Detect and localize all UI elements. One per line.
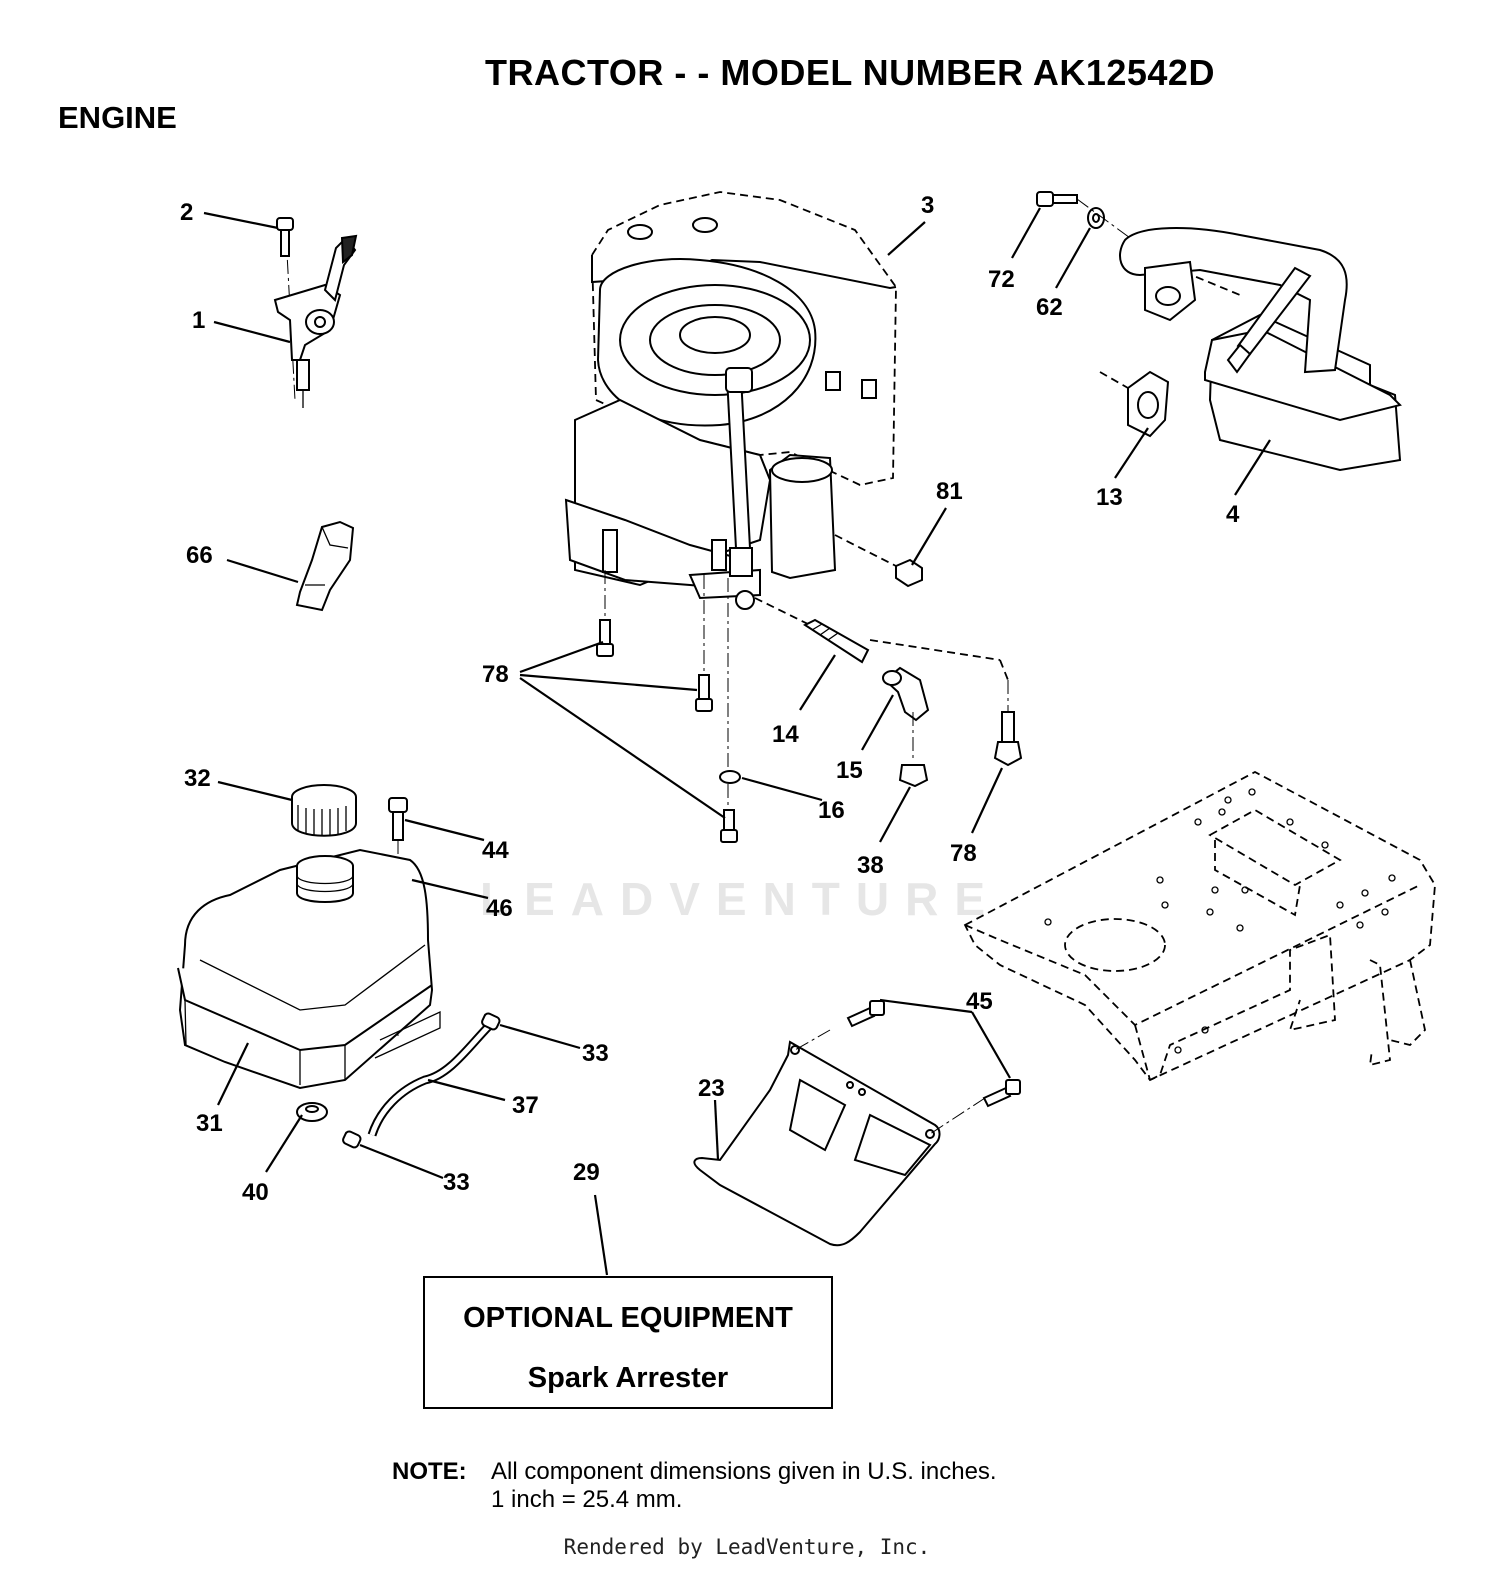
callout-44: 44 bbox=[482, 837, 509, 864]
frame-part bbox=[963, 770, 1436, 1082]
callout-38: 38 bbox=[857, 852, 884, 879]
callout-46: 46 bbox=[486, 895, 513, 922]
section-heading: ENGINE bbox=[58, 100, 177, 135]
fuel-cap-part[interactable] bbox=[291, 784, 357, 837]
hose-clamp-part[interactable] bbox=[342, 1012, 501, 1149]
elbow-part[interactable] bbox=[882, 666, 930, 722]
pipe-nipple-part[interactable] bbox=[754, 597, 870, 664]
muffler-part[interactable] bbox=[1119, 227, 1402, 472]
callout-78-a: 78 bbox=[482, 661, 509, 688]
callout-1: 1 bbox=[192, 307, 205, 334]
callout-labels: 2 1 66 3 72 62 13 4 81 78 14 15 16 38 78… bbox=[180, 192, 1240, 1206]
callout-45: 45 bbox=[966, 988, 993, 1015]
callout-81: 81 bbox=[936, 478, 963, 505]
bolt-78-part[interactable] bbox=[596, 570, 1023, 843]
throttle-control-part[interactable] bbox=[273, 217, 358, 408]
callout-33-a: 33 bbox=[582, 1040, 609, 1067]
callout-66: 66 bbox=[186, 542, 213, 569]
bracket-part[interactable] bbox=[295, 520, 355, 612]
callout-15: 15 bbox=[836, 757, 863, 784]
leader-lines bbox=[203, 207, 1271, 1276]
callout-78-b: 78 bbox=[950, 840, 977, 867]
callout-4: 4 bbox=[1226, 501, 1240, 528]
bolt-45-part[interactable] bbox=[846, 1000, 1021, 1108]
bolt-part[interactable] bbox=[1036, 191, 1078, 207]
engine-guard-part[interactable] bbox=[693, 1029, 986, 1247]
callout-40: 40 bbox=[242, 1179, 269, 1206]
callout-72: 72 bbox=[988, 266, 1015, 293]
page-title: TRACTOR - - MODEL NUMBER AK12542D bbox=[485, 52, 1215, 93]
hex-nut-part[interactable] bbox=[834, 534, 923, 588]
drain-plug-part[interactable] bbox=[898, 712, 929, 788]
optional-equipment-title: OPTIONAL EQUIPMENT bbox=[463, 1302, 793, 1334]
lockwasher-part[interactable] bbox=[1087, 207, 1105, 229]
note-text: All component dimensions given in U.S. i… bbox=[491, 1458, 997, 1485]
gasket-part[interactable] bbox=[1099, 370, 1170, 438]
engine-part[interactable] bbox=[564, 191, 897, 610]
callout-14: 14 bbox=[772, 721, 799, 748]
optional-equipment-item: Spark Arrester bbox=[527, 1362, 729, 1394]
callout-3: 3 bbox=[921, 192, 934, 219]
callout-31: 31 bbox=[196, 1110, 223, 1137]
callout-32: 32 bbox=[184, 765, 211, 792]
fuel-line-part[interactable] bbox=[367, 1021, 494, 1137]
note-conversion: 1 inch = 25.4 mm. bbox=[491, 1486, 683, 1513]
note-label: NOTE: bbox=[392, 1458, 467, 1485]
callout-16: 16 bbox=[818, 797, 845, 824]
grommet-part[interactable] bbox=[296, 1102, 328, 1122]
callout-33-b: 33 bbox=[443, 1169, 470, 1196]
callout-23: 23 bbox=[698, 1075, 725, 1102]
fuel-tank-part[interactable] bbox=[177, 848, 441, 1090]
optional-equipment-box: OPTIONAL EQUIPMENT Spark Arrester bbox=[423, 1276, 833, 1409]
watermark-text: LEADVENTURE bbox=[480, 873, 1002, 925]
footer-credit: Rendered by LeadVenture, Inc. bbox=[563, 1535, 931, 1559]
callout-13: 13 bbox=[1096, 484, 1123, 511]
callout-37: 37 bbox=[512, 1092, 539, 1119]
callout-2: 2 bbox=[180, 199, 193, 226]
callout-62: 62 bbox=[1036, 294, 1063, 321]
callout-29: 29 bbox=[573, 1159, 600, 1186]
